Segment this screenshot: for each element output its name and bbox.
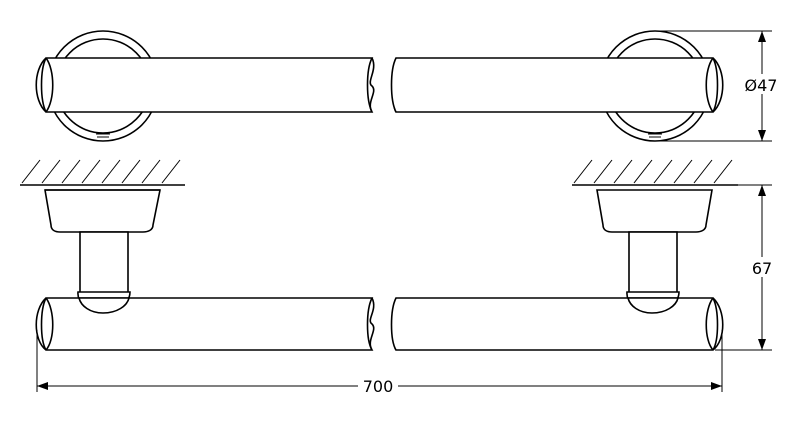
- right-mount-front: [596, 189, 713, 315]
- break-mark-front-left: [369, 297, 375, 351]
- height-dimension: 67: [712, 184, 776, 351]
- left-mount-front: [44, 189, 161, 315]
- height-label: 67: [752, 259, 772, 278]
- top-view: Ø47: [35, 30, 779, 142]
- diameter-label: Ø47: [745, 76, 778, 95]
- diameter-dimension: Ø47: [655, 30, 779, 142]
- wall-hatch-left: [20, 159, 185, 186]
- length-dimension: 700: [36, 330, 723, 396]
- break-mark-top-left: [369, 57, 375, 113]
- bar-left-segment-front: [35, 297, 374, 351]
- bar-right-segment-front: [390, 297, 724, 351]
- bar-left-segment-top: [35, 57, 374, 113]
- length-label: 700: [363, 377, 394, 396]
- wall-hatch-right: [572, 159, 738, 186]
- bar-right-segment-top: [390, 57, 724, 113]
- front-view: 67 700: [20, 159, 776, 396]
